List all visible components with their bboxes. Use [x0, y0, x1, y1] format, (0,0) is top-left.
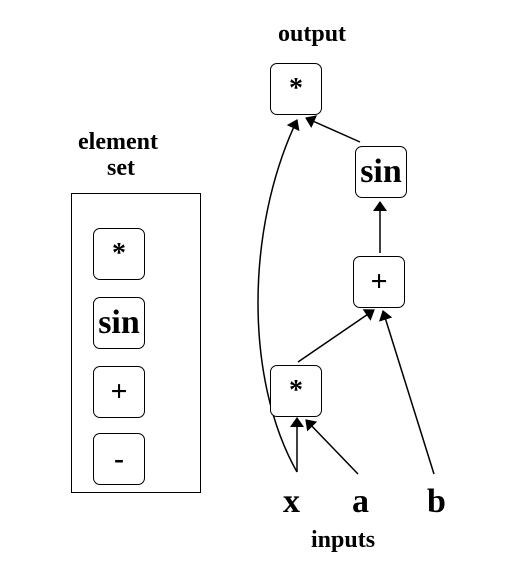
element-set-item-multiply: *	[93, 228, 145, 280]
edge-a-to-mult	[305, 419, 359, 475]
output-label: output	[278, 21, 347, 47]
tree-node-multiply: *	[270, 365, 322, 417]
edge-b-to-plus	[379, 310, 435, 475]
input-b: b	[427, 483, 446, 520]
element-set-box	[71, 193, 201, 493]
element-set-item-plus: +	[93, 366, 145, 418]
edge-sin-to-root	[305, 115, 361, 143]
input-x: x	[283, 483, 300, 520]
element-set-item-minus: -	[93, 433, 145, 485]
edge-mult-to-plus	[297, 309, 375, 363]
tree-node-plus: +	[353, 256, 405, 308]
element-set-label-line2: set	[107, 155, 135, 181]
inputs-label: inputs	[311, 527, 376, 553]
edge-x-to-root	[257, 119, 300, 473]
element-set-label-line1: element	[78, 129, 158, 155]
tree-node-root-multiply: *	[270, 63, 322, 115]
tree-node-sin: sin	[355, 146, 407, 198]
element-set-item-sin: sin	[93, 297, 145, 349]
input-a: a	[352, 483, 369, 520]
